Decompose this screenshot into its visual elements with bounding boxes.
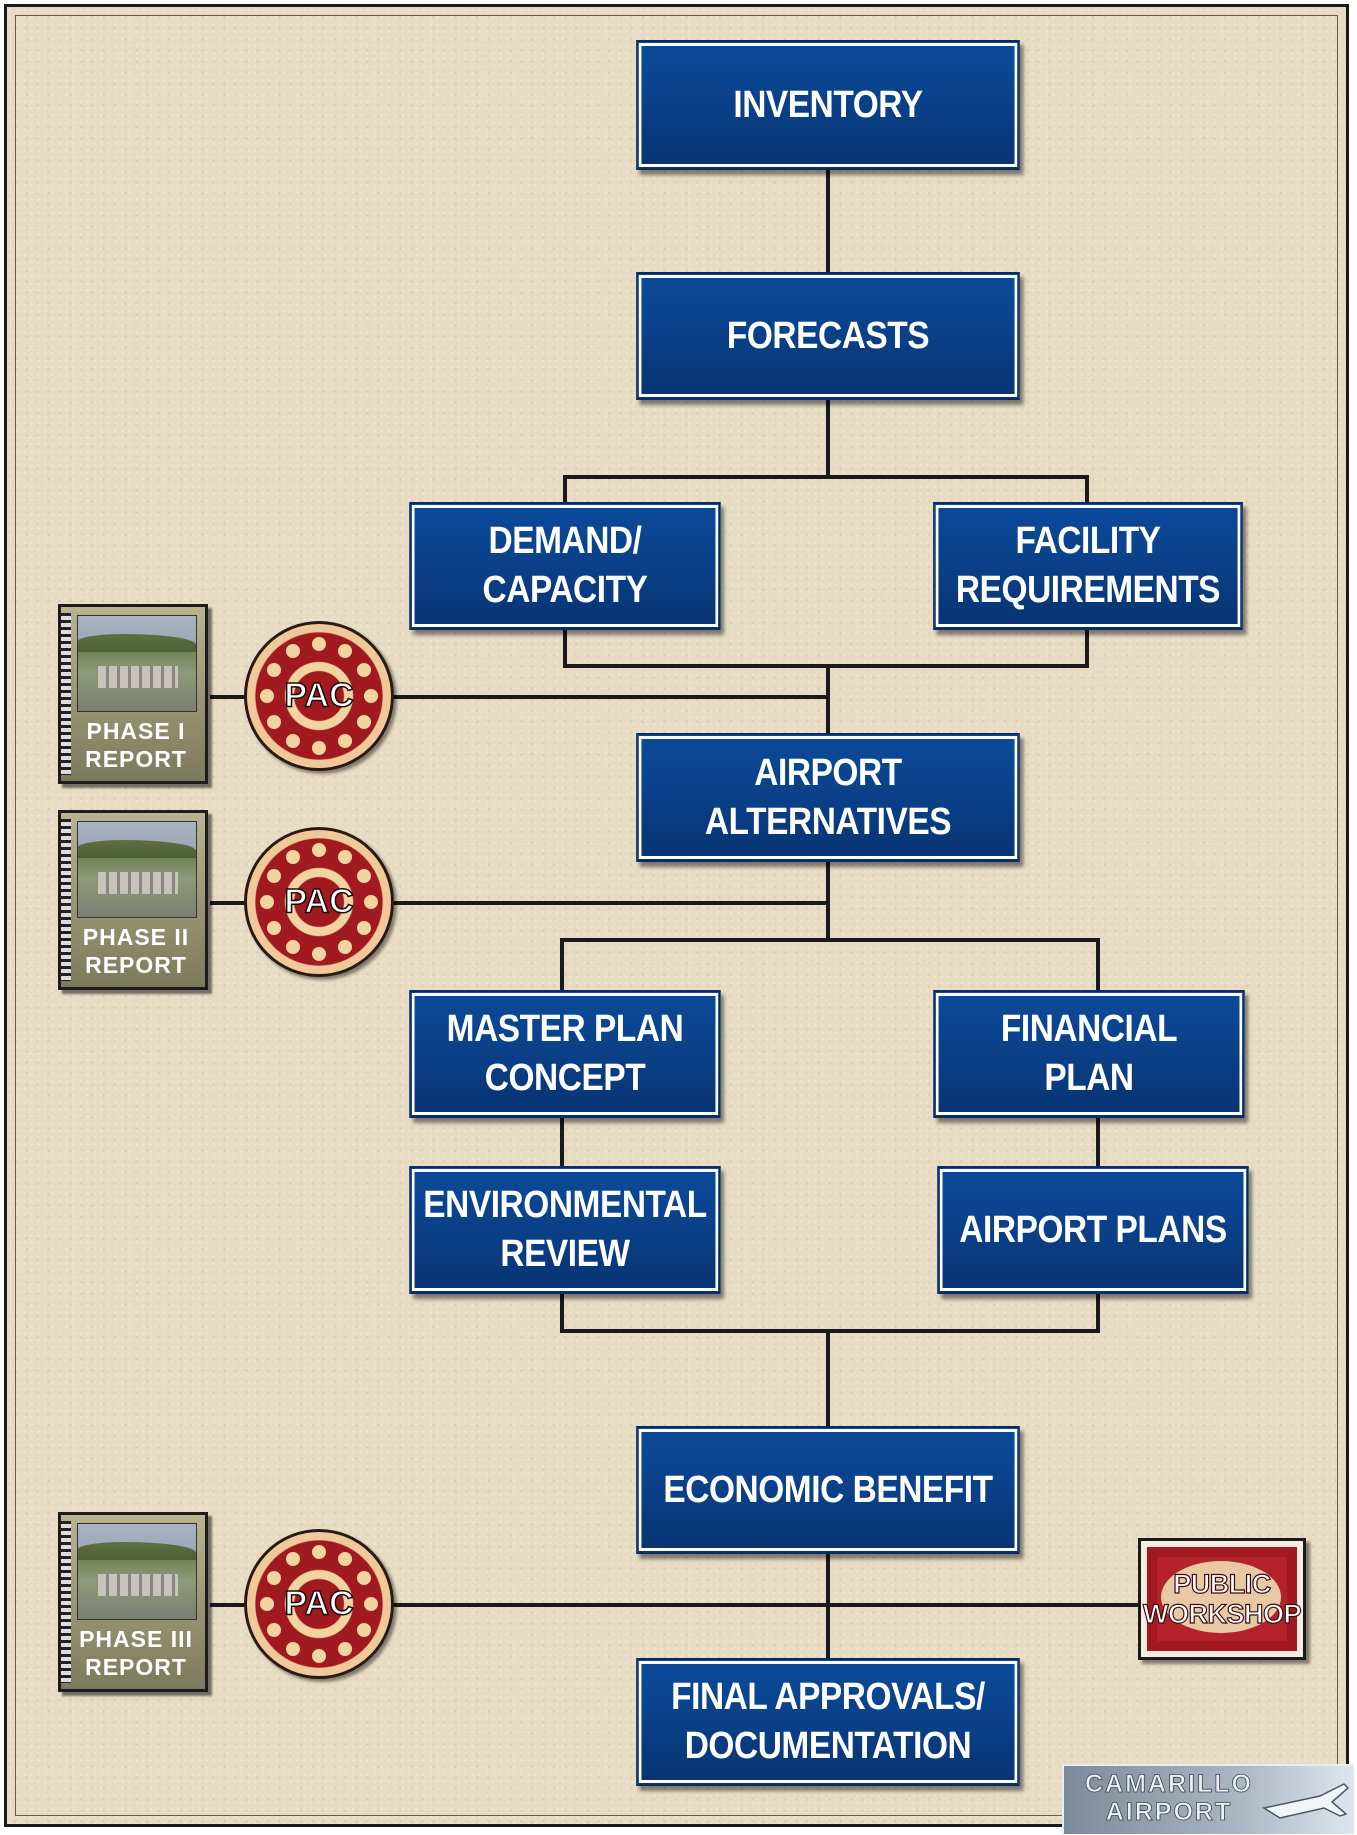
airport-photo-icon [77,1523,197,1620]
phase-1-report: PHASE I REPORT [58,604,208,784]
airport-photo-icon [77,615,197,712]
node-economic-benefit: ECONOMIC BENEFIT [636,1426,1020,1554]
node-airport-alternatives: AIRPORT ALTERNATIVES [636,733,1020,862]
inner-border [15,15,1338,1816]
binder-spine-icon [61,613,71,775]
report-title: PHASE II REPORT [82,924,190,978]
logo-text: CAMARILLO AIRPORT [1085,1770,1253,1827]
node-environmental-review: ENVIRONMENTAL REVIEW [409,1166,721,1294]
node-airport-plans: AIRPORT PLANS [937,1166,1249,1294]
phase-3-report: PHASE III REPORT [58,1512,208,1692]
node-master-plan-concept: MASTER PLAN CONCEPT [409,990,721,1118]
node-demand-capacity: DEMAND/ CAPACITY [409,502,721,630]
node-financial-plan: FINANCIAL PLAN [933,990,1245,1118]
speech-bubble-icon [1161,1561,1281,1633]
camarillo-airport-logo: CAMARILLO AIRPORT [1062,1764,1354,1834]
pac-label: PAC [284,1584,355,1624]
public-workshop-label: PUBLIC WORKSHOP [1142,1568,1302,1629]
pac-label: PAC [284,882,355,922]
phase-2-report: PHASE II REPORT [58,810,208,990]
pac-ring-icon [260,1545,378,1663]
pac-badge-1: PAC [244,621,394,771]
report-title: PHASE I REPORT [85,718,187,772]
node-forecasts: FORECASTS [636,272,1020,400]
report-title: PHASE III REPORT [79,1626,193,1680]
binder-spine-icon [61,819,71,981]
airport-photo-icon [77,821,197,918]
pac-ring-icon [260,637,378,755]
public-workshop-badge: PUBLIC WORKSHOP [1138,1538,1306,1660]
jet-plane-icon [1262,1783,1350,1819]
node-inventory: INVENTORY [636,40,1020,170]
pac-badge-2: PAC [244,827,394,977]
node-facility-requirements: FACILITY REQUIREMENTS [933,502,1243,630]
node-final-approvals: FINAL APPROVALS/ DOCUMENTATION [636,1658,1020,1786]
pac-label: PAC [284,676,355,716]
binder-spine-icon [61,1521,71,1683]
pac-badge-3: PAC [244,1529,394,1679]
pac-ring-icon [260,843,378,961]
